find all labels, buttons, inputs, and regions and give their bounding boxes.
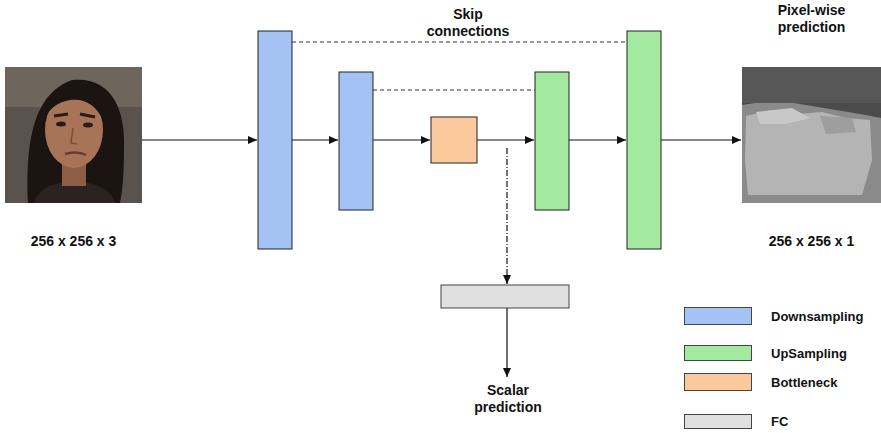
legend-text: UpSampling [771, 346, 847, 361]
input-image: 256 x 256 x 3 [5, 67, 142, 203]
legend-text: FC [771, 414, 788, 429]
fc-block [441, 285, 569, 308]
legend-swatch [684, 414, 752, 429]
skip-label: Skip connections [420, 6, 516, 40]
upsampling-block [535, 72, 569, 210]
upsampling-block [627, 31, 661, 249]
legend-swatch [684, 345, 752, 361]
image-caption: 256 x 256 x 1 [744, 233, 880, 250]
output-label: Scalar prediction [460, 382, 556, 416]
image-heading: Pixel-wise prediction [757, 2, 867, 36]
legend-swatch [684, 307, 752, 325]
skip-connection [373, 90, 535, 91]
downsampling-block [258, 31, 292, 249]
flow-arrows [142, 140, 741, 377]
legend-text: Downsampling [771, 309, 863, 324]
downsampling-block [339, 72, 373, 210]
face-photo [5, 67, 142, 203]
bottleneck-block [431, 117, 477, 163]
skip-connection [292, 42, 627, 43]
legend-swatch [684, 373, 752, 391]
output-image: Pixel-wise prediction256 x 256 x 1 [742, 67, 881, 203]
prediction-map [742, 67, 881, 203]
legend-text: Bottleneck [771, 375, 837, 390]
image-caption: 256 x 256 x 3 [5, 233, 142, 250]
